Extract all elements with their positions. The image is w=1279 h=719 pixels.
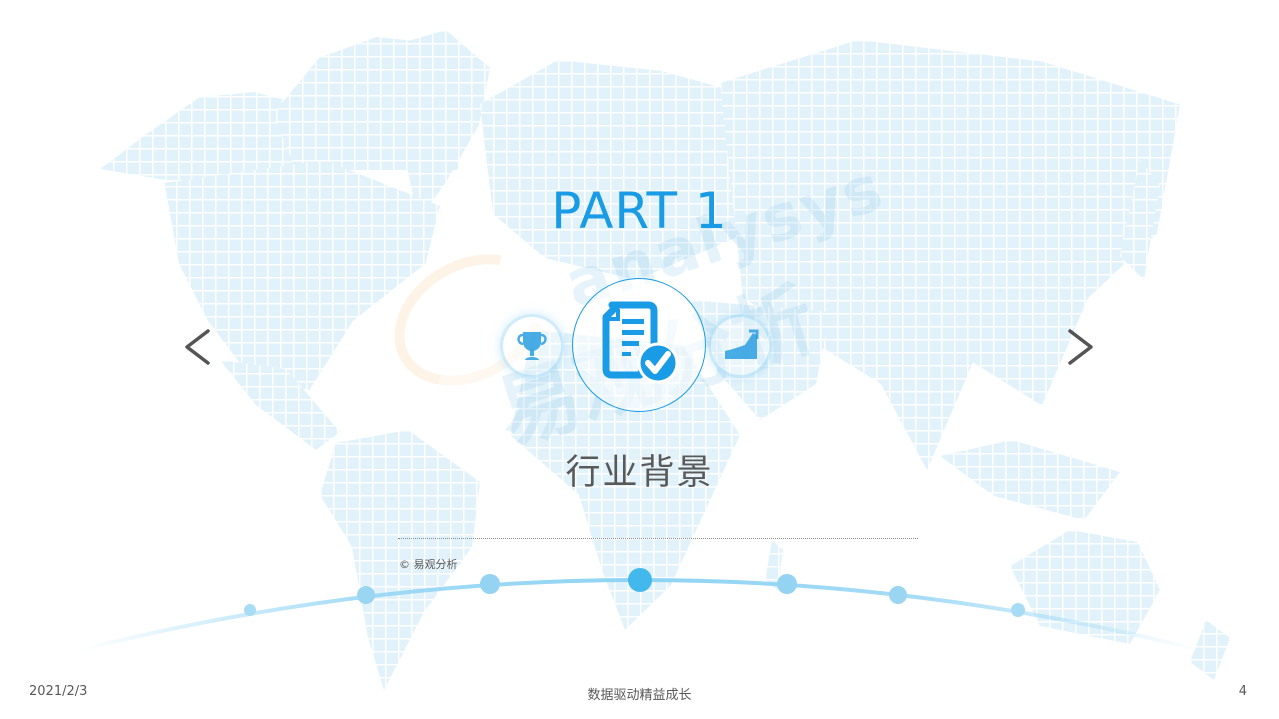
timeline-node [777, 574, 797, 594]
chevron-right-icon [1068, 329, 1093, 365]
part-title: PART 1 [551, 182, 728, 240]
footer-date: 2021/2/3 [29, 684, 88, 699]
timeline-node-active [628, 568, 652, 592]
document-check-icon-badge [572, 278, 706, 412]
copyright-text: © 易观分析 [399, 558, 458, 571]
page-number: 4 [1238, 684, 1247, 699]
timeline-node [244, 604, 256, 616]
trophy-icon [517, 332, 547, 360]
chevron-left-icon [185, 329, 210, 365]
divider [398, 538, 918, 539]
map-europe [480, 60, 740, 280]
growth-chart-icon-badge [708, 314, 772, 378]
section-title: 行业背景 [565, 453, 714, 493]
growth-chart-icon [725, 329, 759, 359]
timeline-node [889, 586, 907, 604]
timeline-node [1011, 603, 1025, 617]
trophy-icon-badge [500, 314, 564, 378]
timeline-node [480, 574, 500, 594]
footer-slogan: 数据驱动精益成长 [587, 688, 692, 703]
previous-slide-button[interactable] [178, 322, 218, 372]
document-check-icon [602, 301, 679, 384]
timeline-node [357, 586, 375, 604]
next-slide-button[interactable] [1060, 322, 1100, 372]
timeline-arc [79, 568, 1201, 652]
